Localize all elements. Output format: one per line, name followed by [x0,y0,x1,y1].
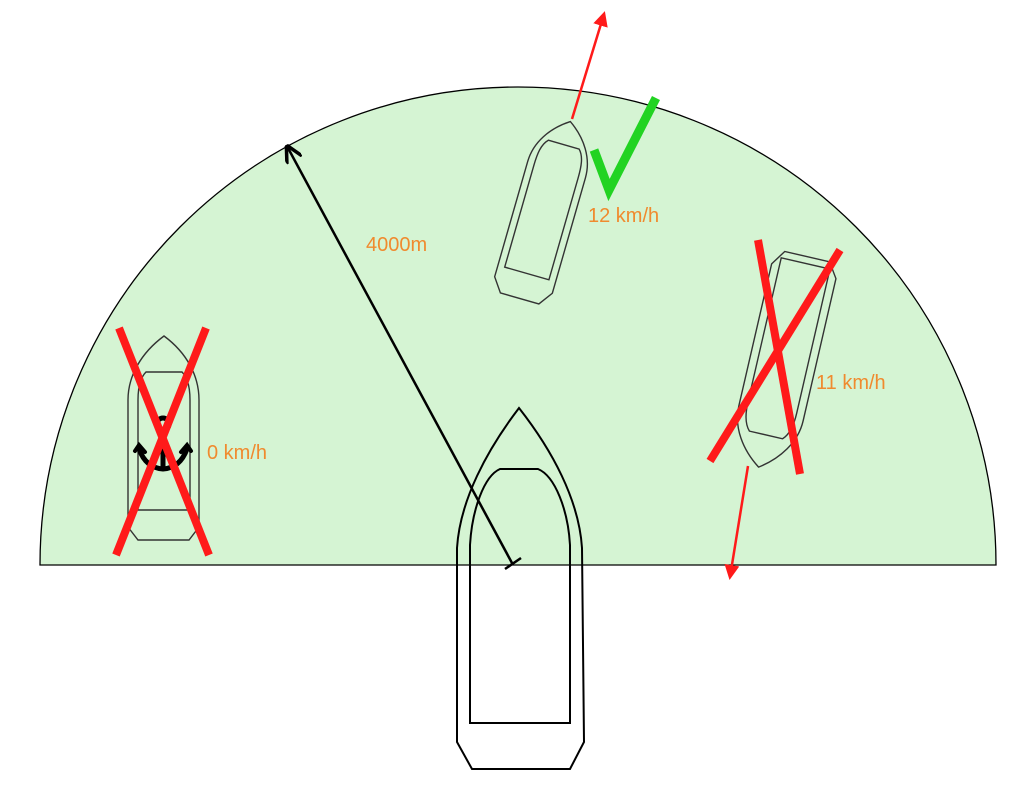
detection-zone [39,86,997,566]
cross-icon [112,326,213,557]
heading-vector-right [724,465,750,580]
vessel-top [493,11,661,305]
check-icon [589,95,661,202]
speed-label-right: 11 km/h [816,372,886,394]
vessel-right [706,239,844,580]
heading-vector-top [570,11,608,120]
radius-arrow [288,148,522,571]
speed-label-left: 0 km/h [207,442,267,464]
own-ship [456,406,586,770]
cross-icon [706,239,844,475]
speed-label-top: 12 km/h [588,205,659,227]
radius-label: 4000m [366,234,427,256]
vessel-left [112,326,213,557]
